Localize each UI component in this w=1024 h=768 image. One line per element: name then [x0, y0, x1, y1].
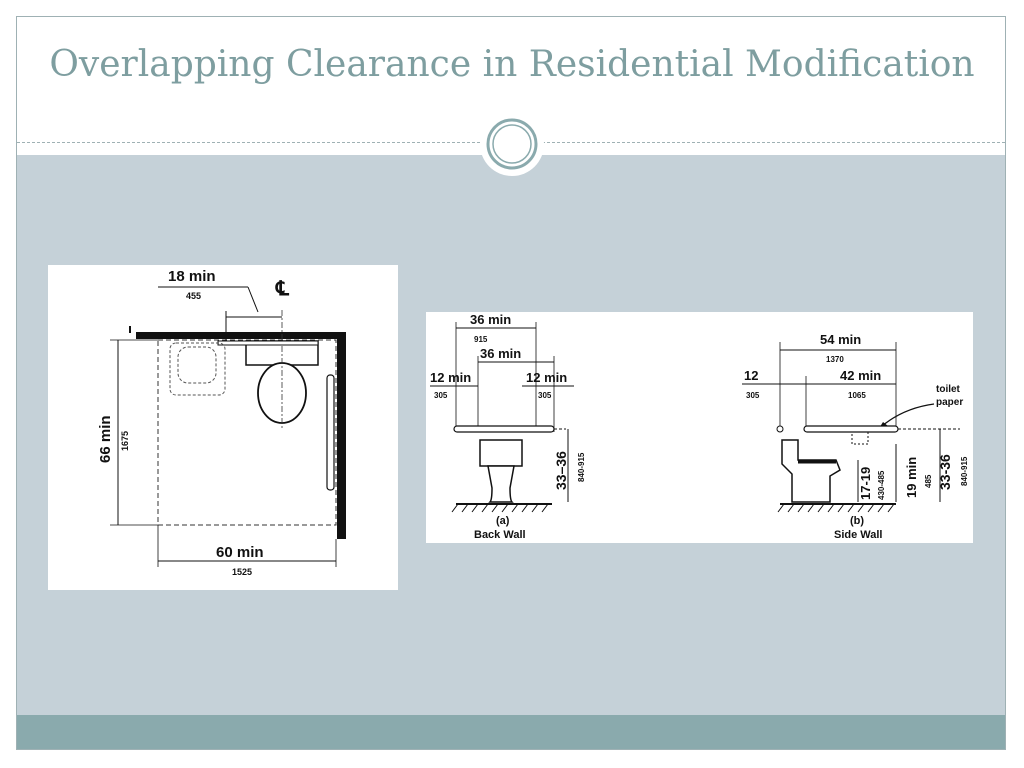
side-right-dim: 42 min [840, 368, 881, 383]
back-height-dim: 33–36 [553, 451, 569, 490]
back-wall-elevation: 36 min 915 36 min 12 min 305 12 min 305 … [430, 312, 586, 541]
side-outer-dim: 54 min [820, 332, 861, 347]
side-outer-dim-mm: 1370 [826, 355, 844, 364]
footer-bar [17, 715, 1005, 749]
side-mid-dim-mm: 485 [924, 474, 933, 488]
back-wall-label: Back Wall [474, 529, 526, 541]
plan-top-dim-mm: 455 [186, 291, 201, 301]
toilet-paper-callout-line2: paper [936, 397, 963, 408]
side-left-dim-mm: 305 [746, 391, 760, 400]
plan-top-dim: 18 min [168, 268, 216, 285]
side-seat-dim-mm: 430-485 [877, 470, 886, 500]
plan-bottom-dim-mm: 1525 [232, 567, 252, 577]
plan-left-dim-mm: 1675 [120, 431, 130, 451]
side-mid-dim: 19 min [904, 457, 919, 498]
back-inner-dim: 36 min [480, 346, 521, 361]
toilet-paper-callout-line1: toilet [936, 384, 961, 395]
side-left-dim: 12 [744, 368, 758, 383]
circle-ornament-icon [480, 112, 544, 176]
back-right-dim-mm: 305 [538, 391, 552, 400]
side-right-dim-mm: 1065 [848, 391, 866, 400]
side-height-dim-mm: 840-915 [960, 456, 969, 486]
plan-diagram: 18 min 455 ℄ 66 min 1675 60 min 1525 [48, 265, 398, 590]
back-left-dim: 12 min [430, 370, 471, 385]
back-wall-letter: (a) [496, 515, 510, 527]
back-outer-dim: 36 min [470, 312, 511, 327]
plan-bottom-dim: 60 min [216, 544, 264, 561]
side-height-dim: 33-36 [937, 454, 953, 490]
back-right-dim: 12 min [526, 370, 567, 385]
side-wall-letter: (b) [850, 515, 864, 527]
slide-title: Overlapping Clearance in Residential Mod… [49, 44, 975, 85]
back-outer-dim-mm: 915 [474, 335, 488, 344]
side-wall-elevation: 54 min 1370 12 305 42 min 1065 toilet pa… [742, 332, 969, 541]
back-left-dim-mm: 305 [434, 391, 448, 400]
side-seat-dim: 17-19 [858, 467, 873, 500]
plan-left-dim: 66 min [97, 415, 114, 463]
back-height-dim-mm: 840-915 [577, 452, 586, 482]
plan-centerline-symbol: ℄ [275, 278, 290, 300]
elevation-diagram: 36 min 915 36 min 12 min 305 12 min 305 … [426, 312, 973, 543]
side-wall-label: Side Wall [834, 529, 883, 541]
